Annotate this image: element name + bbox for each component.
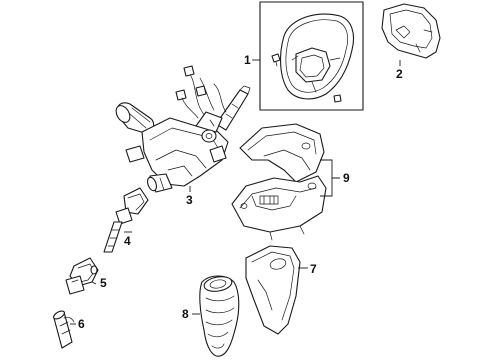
steering-wheel-group[interactable]: 1: [244, 1, 364, 111]
lower-shaft-group[interactable]: 6: [52, 309, 85, 349]
wheel-bolt-icon: [271, 53, 281, 63]
column-cover-group[interactable]: 9: [231, 123, 350, 241]
intermediate-shaft-group[interactable]: 4: [103, 187, 149, 253]
dust-seal-group[interactable]: 8: [182, 275, 240, 357]
airbag-module-group[interactable]: 2: [381, 3, 441, 81]
column-upper-shaft: [215, 89, 249, 131]
callout-7: 7: [310, 262, 317, 276]
callout-4: 4: [124, 234, 131, 248]
steering-wheel-hub: [295, 47, 331, 83]
airbag-module[interactable]: [381, 3, 441, 59]
callout-3: 3: [186, 193, 193, 207]
callout-1: 1: [244, 53, 251, 67]
callout-5: 5: [100, 276, 107, 290]
universal-joint-group[interactable]: 5: [65, 257, 107, 295]
callout-2: 2: [396, 67, 403, 81]
steering-wheel-rim[interactable]: [279, 13, 355, 100]
column-cover-lower[interactable]: [231, 175, 327, 233]
steering-wheel-frame: [259, 1, 364, 111]
callout-9: 9: [343, 171, 350, 185]
column-boot-group[interactable]: 7: [245, 245, 317, 335]
callout-8: 8: [182, 307, 189, 321]
column-cover-upper[interactable]: [239, 123, 325, 183]
steering-column-group[interactable]: 3: [113, 65, 251, 207]
wheel-nut-icon: [333, 94, 342, 103]
shaft-rod: [103, 221, 123, 253]
callout-6: 6: [78, 317, 85, 331]
column-boot[interactable]: [245, 245, 301, 335]
